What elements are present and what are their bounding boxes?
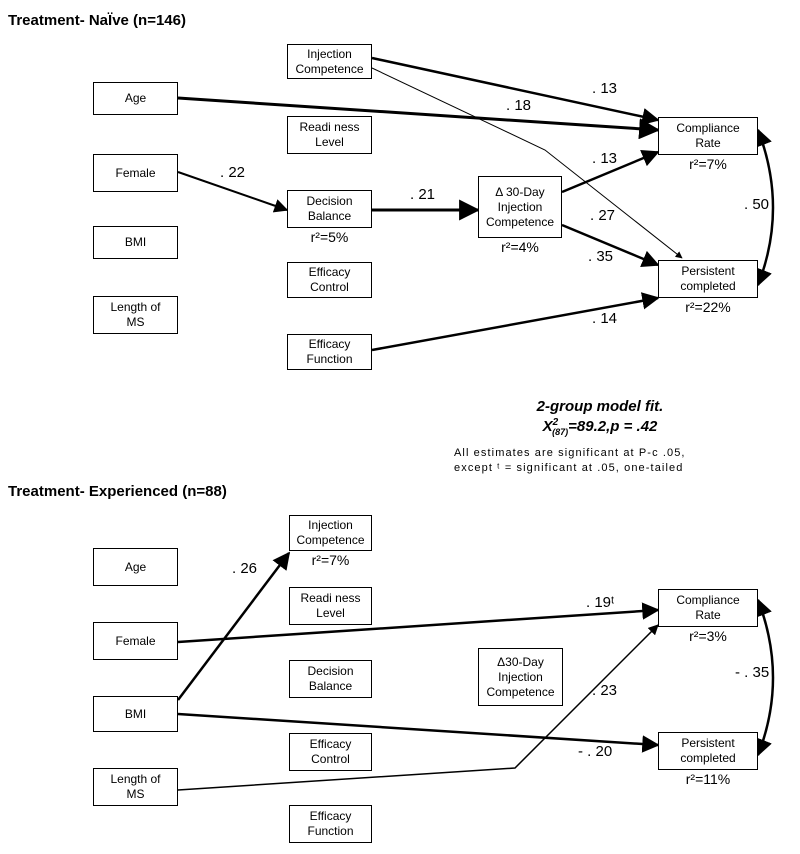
bottom-compliance-r2: r²=3% — [689, 628, 727, 644]
top-delta-r2: r²=4% — [501, 239, 539, 255]
bottom-injection-r2: r²=7% — [311, 552, 350, 568]
coef-injection-persistent: . 27 — [590, 207, 616, 224]
bottom-length-box: Length of MS — [93, 768, 178, 806]
coef-age-compliance: . 18 — [506, 97, 532, 114]
bottom-readiness-box: Readi ness Level — [289, 587, 372, 625]
coef-delta-compliance: . 13 — [592, 150, 618, 167]
bottom-delta-box: Δ30-Day Injection Competence — [478, 648, 563, 706]
coef-length-compliance: . 23 — [592, 682, 618, 699]
arrow-female-decision — [177, 171, 289, 213]
fit-sub: (87) — [552, 427, 569, 437]
model-fit-title: 2-group model fit. — [536, 398, 664, 415]
top-age-box: Age — [93, 82, 178, 115]
arrow-female-compliance — [177, 602, 660, 644]
arrow-age-compliance — [177, 96, 661, 140]
coef-correlation-top: . 50 — [744, 196, 770, 213]
coef-delta-persistent: . 35 — [588, 248, 614, 265]
bottom-bmi-box: BMI — [93, 696, 178, 732]
arrow-efficacy-persistent — [371, 292, 660, 352]
fit-x: X — [542, 418, 553, 435]
top-decision-r2: r²=5% — [310, 229, 349, 245]
fit-rest: =89.2,p = .42 — [568, 418, 658, 435]
top-injection-box: Injection Competence — [287, 44, 372, 79]
coef-bmi-injection: . 26 — [232, 560, 258, 577]
top-persistent-r2: r²=22% — [685, 299, 731, 315]
bottom-decision-box: Decision Balance — [289, 660, 372, 698]
top-compliance-box: Compliance Rate — [658, 117, 758, 155]
arrow-bmi-persistent — [177, 712, 660, 753]
coef-female-decision: . 22 — [220, 164, 246, 181]
top-readiness-box: Readi ness Level — [287, 116, 372, 154]
top-female-box: Female — [93, 154, 178, 192]
arrow-injection-compliance — [371, 56, 660, 126]
top-persistent-box: Persistent completed — [658, 260, 758, 298]
top-delta-box: Δ 30-Day Injection Competence — [478, 176, 562, 238]
top-length-box: Length of MS — [93, 296, 178, 334]
arrow-injection-persistent — [371, 67, 683, 259]
bottom-panel-title: Treatment- Experienced (n=88) — [8, 483, 227, 500]
top-efficacy-function-box: Efficacy Function — [287, 334, 372, 370]
bottom-compliance-box: Compliance Rate — [658, 589, 758, 627]
fit-sup: 2 — [552, 417, 559, 428]
coef-bmi-persistent: - . 20 — [578, 743, 613, 760]
bottom-efficacy-function-box: Efficacy Function — [289, 805, 372, 843]
note-line-2: except ᵗ = significant at .05, one-taile… — [454, 462, 684, 475]
top-compliance-r2: r²=7% — [689, 156, 727, 172]
bottom-female-box: Female — [93, 622, 178, 660]
arrow-correlation-top — [755, 128, 775, 287]
top-decision-box: Decision Balance — [287, 190, 372, 228]
arrow-delta-persistent — [561, 223, 660, 268]
coef-female-compliance: . 19ᵗ — [586, 594, 615, 611]
arrow-length-compliance — [177, 624, 659, 791]
coef-correlation-bottom: - . 35 — [735, 664, 770, 681]
model-fit-stat: X2(87)=89.2,p = .42 — [480, 417, 720, 437]
arrow-delta-compliance — [561, 149, 660, 194]
bottom-injection-box: Injection Competence — [289, 515, 372, 551]
arrow-bmi-injection — [177, 551, 291, 701]
top-panel-title: Treatment- NaÏve (n=146) — [8, 12, 186, 29]
coef-injection-compliance: . 13 — [592, 80, 618, 97]
coef-efficacy-persistent: . 14 — [592, 310, 618, 327]
bottom-persistent-r2: r²=11% — [685, 771, 731, 787]
bottom-age-box: Age — [93, 548, 178, 586]
top-efficacy-control-box: Efficacy Control — [287, 262, 372, 298]
bottom-persistent-box: Persistent completed — [658, 732, 758, 770]
coef-decision-delta: . 21 — [410, 186, 436, 203]
top-bmi-box: BMI — [93, 226, 178, 259]
arrow-correlation-bottom — [755, 598, 775, 757]
significance-note: All estimates are significant at P‑c .05… — [454, 446, 686, 477]
bottom-efficacy-control-box: Efficacy Control — [289, 733, 372, 771]
note-line-1: All estimates are significant at P‑c .05… — [454, 447, 686, 459]
